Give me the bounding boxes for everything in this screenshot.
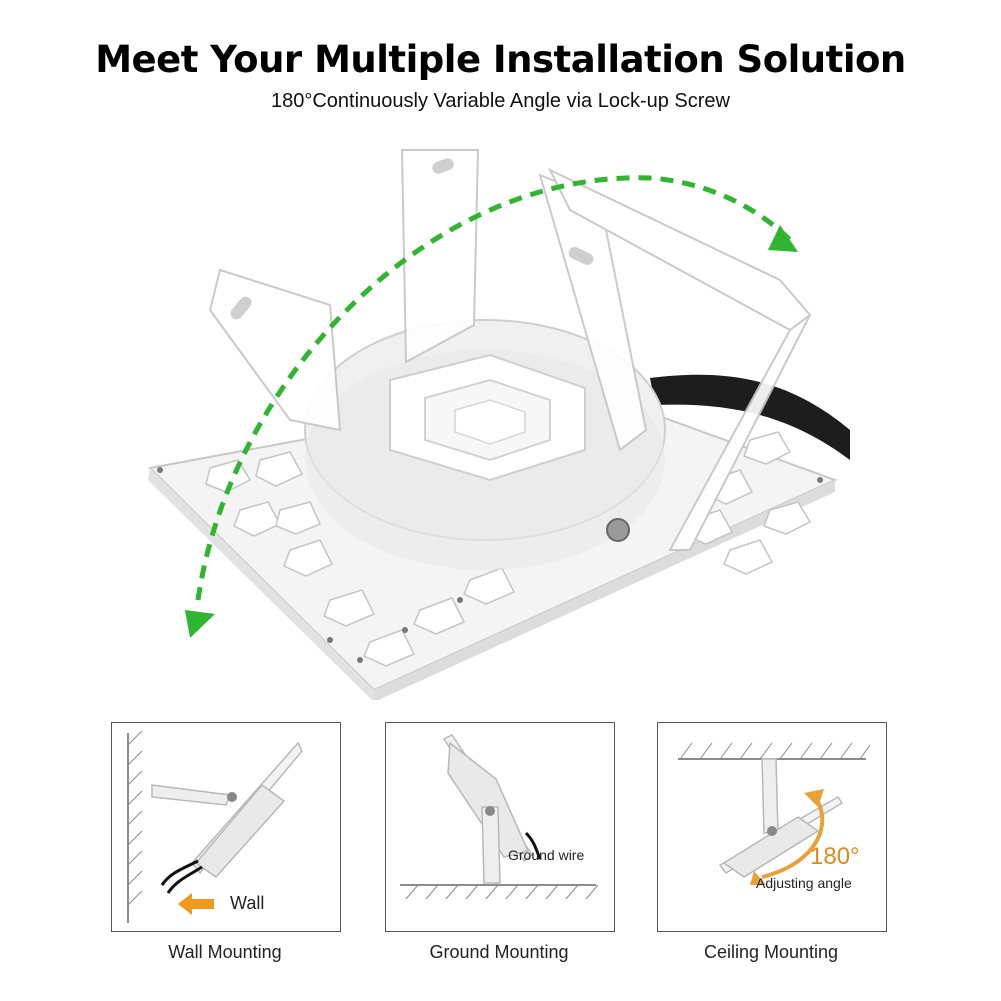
- lock-screw: [606, 518, 630, 542]
- angle-arc-icon: [761, 793, 825, 879]
- wall-mounting-caption: Wall Mounting: [168, 942, 282, 962]
- ground-wire-label: Ground wire: [508, 847, 585, 863]
- adjusting-angle-label: Adjusting angle: [756, 875, 852, 891]
- ceiling-mounting-panel: 180° Adjusting angle: [657, 722, 887, 932]
- angle-value: 180°: [810, 843, 860, 870]
- rotation-arrow-icon: [195, 175, 792, 601]
- wall-mounting-panel: Wall: [111, 722, 341, 932]
- floodlight-product-image: [147, 149, 850, 700]
- page-title: Meet Your Multiple Installation Solution: [95, 38, 906, 81]
- mounting-bracket: [208, 149, 812, 551]
- ground-mounting-panel: Ground wire: [385, 722, 615, 932]
- wall-label: Wall: [230, 893, 265, 913]
- page-subtitle: 180°Continuously Variable Angle via Lock…: [270, 90, 730, 112]
- lamp-body: [304, 319, 666, 570]
- wall-direction-arrow-icon: [178, 893, 214, 915]
- ground-mounting-caption: Ground Mounting: [429, 942, 569, 962]
- power-cable: [650, 374, 850, 460]
- ceiling-mounting-caption: Ceiling Mounting: [703, 942, 839, 962]
